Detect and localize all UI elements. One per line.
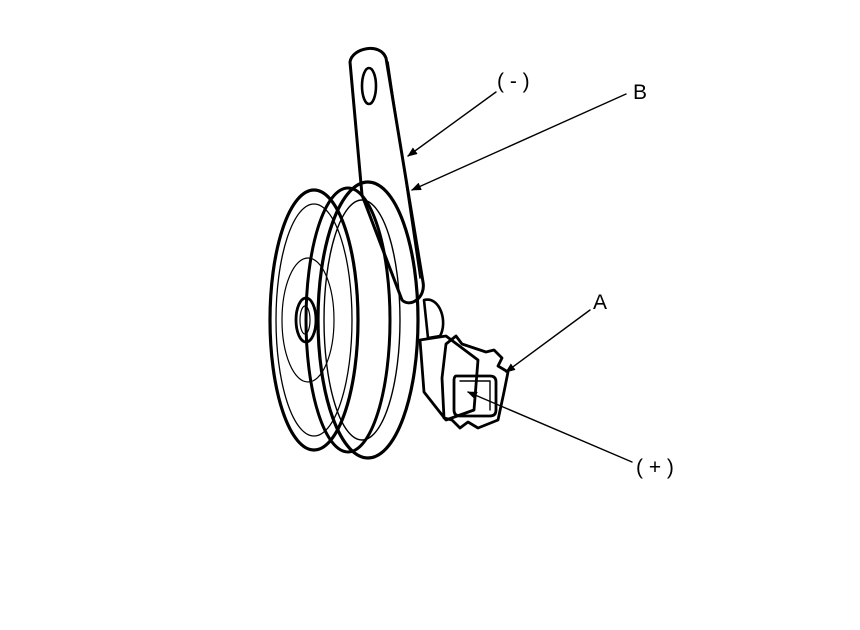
leader-positive-terminal (467, 391, 633, 463)
bracket-mounting-hole (360, 66, 378, 106)
center-hub (294, 296, 318, 344)
bracket-label: B (633, 81, 647, 104)
callout-leaders (407, 91, 633, 463)
leader-connector (505, 309, 591, 373)
positive-terminal-label: ( + ) (636, 456, 674, 479)
mounting-bracket (348, 47, 425, 305)
connector-label: A (593, 291, 607, 314)
terminal-boss (422, 298, 445, 340)
horn-housing (304, 180, 420, 460)
horn-front-face (268, 188, 360, 452)
negative-terminal-label: ( - ) (497, 70, 530, 93)
leader-negative-terminal (407, 91, 497, 157)
leader-bracket (411, 93, 627, 191)
connector (418, 334, 510, 430)
connector-socket (452, 374, 498, 418)
